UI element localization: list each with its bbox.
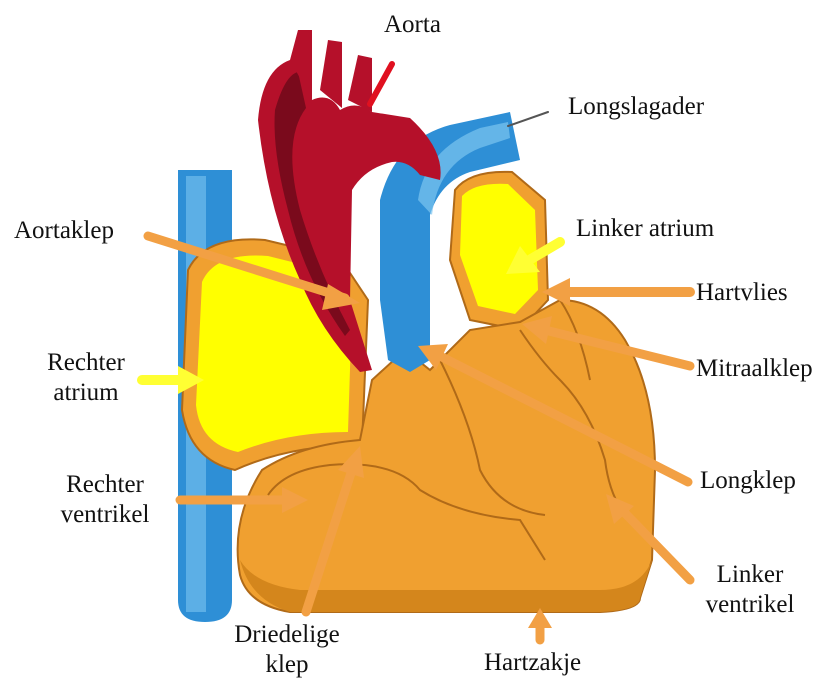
label-rechter-ventrikel-line1: Rechter [40,470,170,500]
hartvlies-arrow [542,278,690,306]
label-driedelige-klep: Driedelige klep [222,620,352,680]
label-linker-ventrikel-line1: Linker [690,560,810,590]
label-hartvlies: Hartvlies [696,278,788,308]
label-rechter-atrium-line1: Rechter [36,348,136,378]
label-linker-atrium: Linker atrium [576,214,714,244]
label-longslagader: Longslagader [568,92,704,122]
label-aorta: Aorta [384,10,441,40]
label-linker-ventrikel-line2: ventrikel [690,590,810,620]
label-rechter-atrium-line2: atrium [36,378,136,408]
label-linker-ventrikel: Linker ventrikel [690,560,810,620]
label-mitraalklep: Mitraalklep [696,354,813,384]
aorta-arrow [370,64,392,104]
longslagader-line [508,112,548,126]
label-driedelige-klep-line2: klep [222,650,352,680]
label-hartzakje: Hartzakje [484,648,581,678]
label-rechter-ventrikel: Rechter ventrikel [40,470,170,530]
label-aortaklep: Aortaklep [14,216,114,246]
label-rechter-ventrikel-line2: ventrikel [40,500,170,530]
label-driedelige-klep-line1: Driedelige [222,620,352,650]
label-longklep: Longklep [700,466,796,496]
label-rechter-atrium: Rechter atrium [36,348,136,408]
